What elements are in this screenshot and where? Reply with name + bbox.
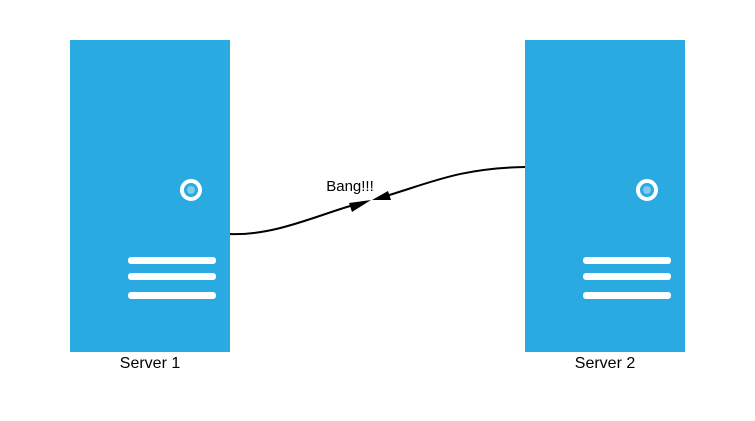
server-2 xyxy=(525,40,685,352)
vent-slot xyxy=(583,273,671,280)
collision-label: Bang!!! xyxy=(326,178,374,195)
power-light xyxy=(643,186,651,194)
power-button-icon xyxy=(636,179,658,201)
connection-line-left xyxy=(229,203,358,236)
server-2-label: Server 2 xyxy=(574,355,636,372)
server-1 xyxy=(70,40,230,352)
server-1-label: Server 1 xyxy=(119,355,181,372)
vent-slot xyxy=(583,257,671,264)
vent-slot xyxy=(583,292,671,299)
power-light xyxy=(187,186,195,194)
arrowhead-right-icon xyxy=(372,191,391,200)
server-body xyxy=(525,40,685,352)
vent-slot xyxy=(128,257,216,264)
arrowhead-left-icon xyxy=(349,200,371,212)
vent-slot xyxy=(128,273,216,280)
power-button-icon xyxy=(180,179,202,201)
connection-line-right xyxy=(385,166,526,197)
server-body xyxy=(70,40,230,352)
vent-slot xyxy=(128,292,216,299)
